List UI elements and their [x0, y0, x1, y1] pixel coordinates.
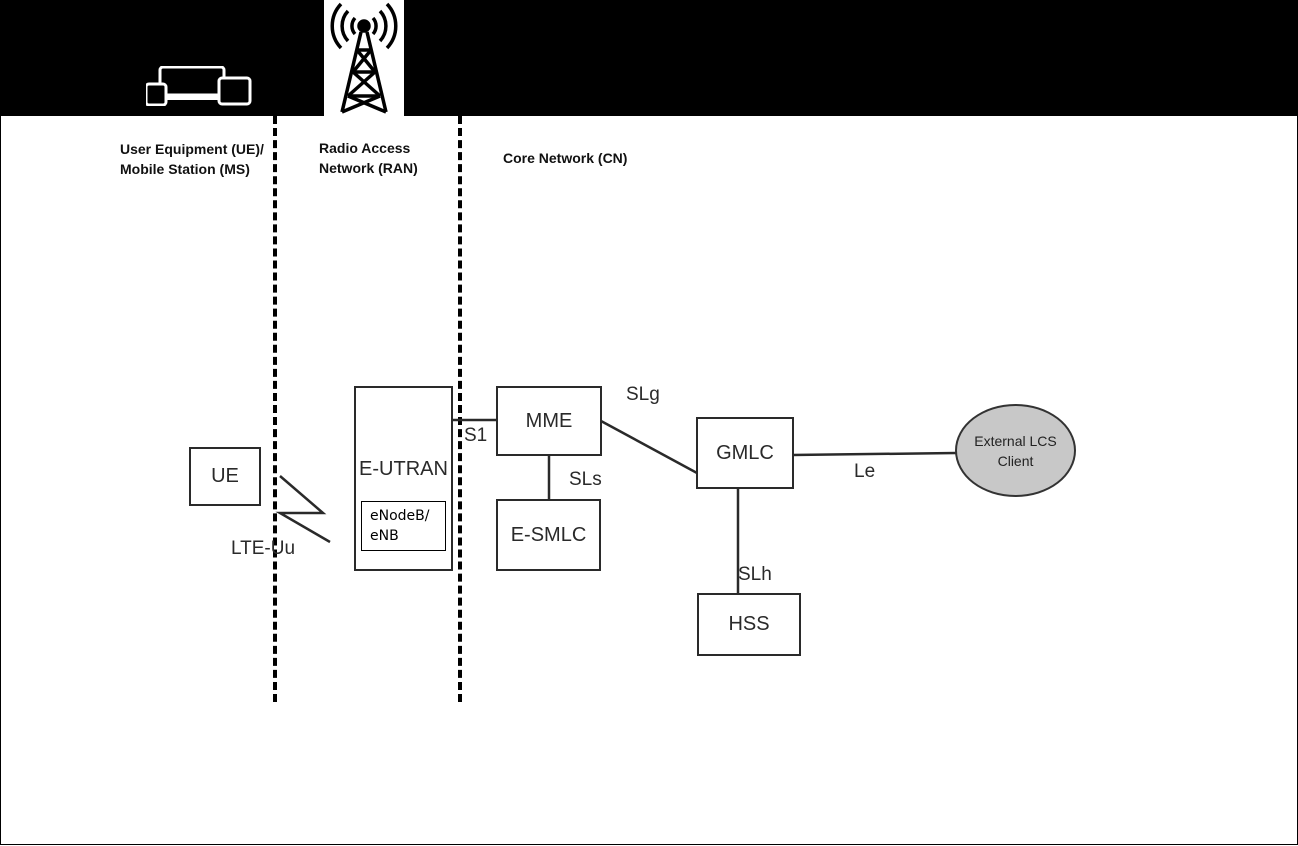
- radio-tower-icon: [324, 0, 404, 116]
- gmlc-node: GMLC: [696, 417, 794, 489]
- hss-node: HSS: [697, 593, 801, 656]
- slg-label: SLg: [626, 384, 660, 405]
- mme-node: MME: [496, 386, 602, 456]
- enodeb-box: eNodeB/ eNB: [361, 501, 446, 551]
- ue-ran-divider: [273, 116, 277, 702]
- slg-link: [600, 419, 698, 475]
- ran-region-label: Radio Access Network (RAN): [319, 140, 418, 176]
- cn-region-label: Core Network (CN): [503, 150, 628, 166]
- devices-icon: [146, 66, 252, 106]
- lte-uu-radio-link: [275, 475, 331, 544]
- le-link: [791, 451, 957, 457]
- lte-uu-label: LTE-Uu: [231, 538, 296, 559]
- external-lcs-client-node: External LCS Client: [955, 404, 1076, 497]
- sls-label: SLs: [569, 469, 602, 490]
- ue-region-label: User Equipment (UE)/ Mobile Station (MS): [120, 141, 264, 177]
- slh-label: SLh: [738, 564, 772, 585]
- s1-label: S1: [464, 425, 488, 446]
- e-utran-label: E-UTRAN: [359, 458, 448, 480]
- ran-cn-divider: [458, 116, 462, 702]
- e-smlc-node: E-SMLC: [496, 499, 601, 571]
- ue-node: UE: [189, 447, 261, 506]
- le-label: Le: [854, 461, 876, 482]
